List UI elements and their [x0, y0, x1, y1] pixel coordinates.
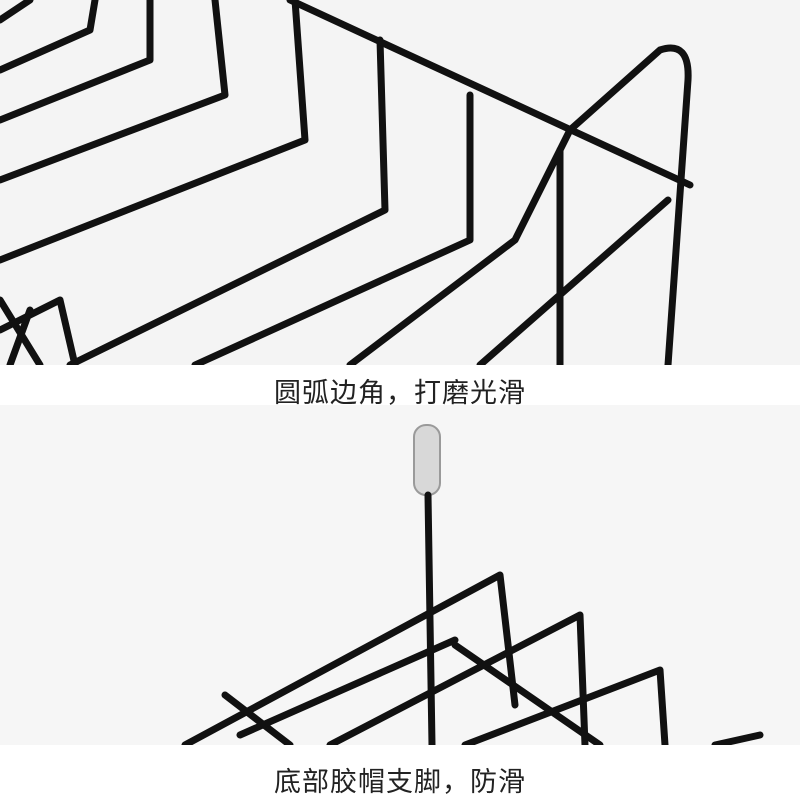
photo-rounded-corners	[0, 0, 800, 365]
wire-rack-corner-illustration	[0, 0, 694, 365]
rubber-cap	[413, 424, 441, 496]
wire-rack-foot-illustration	[181, 424, 764, 745]
photo-rubber-feet	[0, 405, 800, 745]
caption-rubber-feet: 底部胶帽支脚，防滑	[274, 767, 526, 798]
caption-rounded-corners: 圆弧边角，打磨光滑	[274, 378, 526, 409]
